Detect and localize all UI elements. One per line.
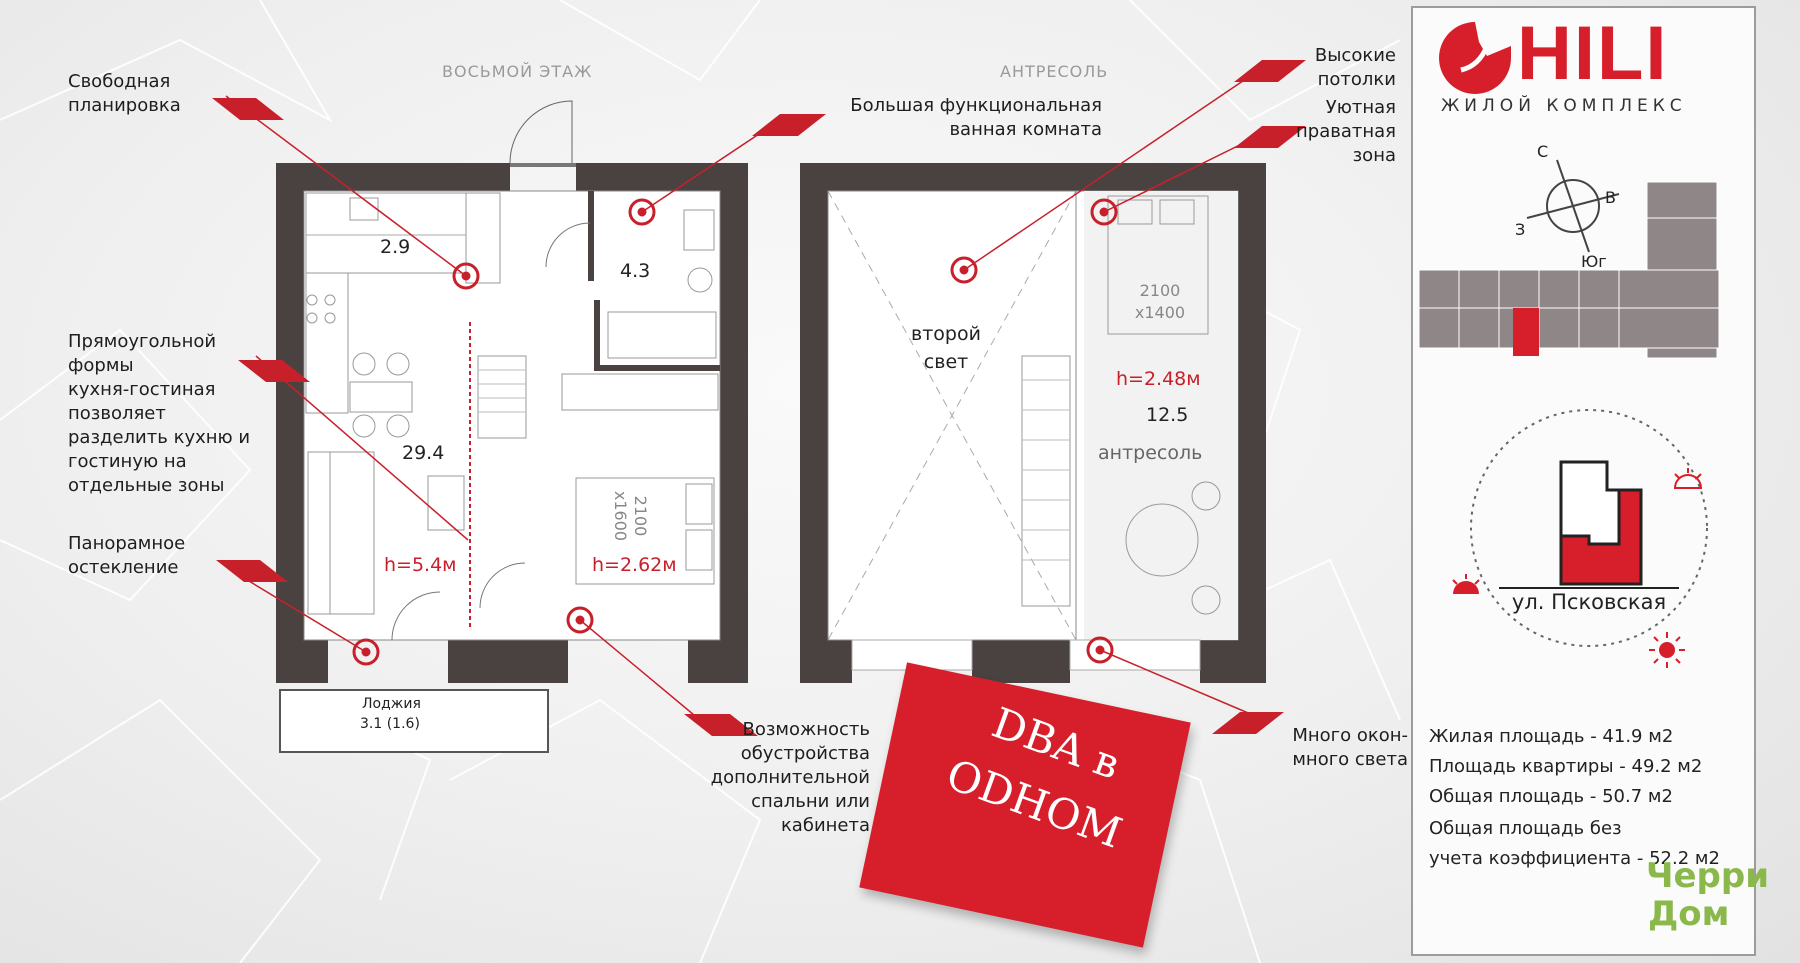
- compass-icon: [1526, 159, 1620, 253]
- sun-icon: [1649, 632, 1685, 668]
- stat-total-area: Общая площадь - 50.7 м2: [1429, 786, 1673, 807]
- callout-markers: [212, 60, 1306, 736]
- chili-logo: [1439, 22, 1511, 94]
- compass-south: Юг: [1581, 252, 1607, 271]
- second-light-label: второй свет: [911, 323, 981, 373]
- compass-north: С: [1537, 142, 1549, 161]
- callout-panoramic: Панорамное остекление: [68, 533, 186, 578]
- compass-west: З: [1515, 220, 1526, 239]
- callout-free-layout: Свободная планировка: [68, 71, 181, 116]
- callout-windows: Много окон- много света: [1292, 725, 1408, 770]
- insolation-diagram: [1470, 409, 1708, 647]
- area-bathroom: 4.3: [620, 260, 651, 282]
- street-label: ул. Псковская: [1511, 590, 1667, 614]
- mezzanine-floor-label: АНТРЕСОЛЬ: [1000, 62, 1109, 81]
- logo-text: HILI: [1517, 11, 1669, 96]
- watermark-line-2: Дом: [1648, 894, 1730, 934]
- sunset-icon: [1452, 574, 1480, 594]
- height-mezzanine: h=2.48м: [1116, 368, 1201, 390]
- eighth-floor-label: ВОСЬМОЙ ЭТАЖ: [442, 62, 593, 81]
- stat-apartment-area: Площадь квартиры - 49.2 м2: [1429, 756, 1703, 777]
- sunrise-icon: [1673, 468, 1703, 489]
- bed-1-size: 2100 x1600: [611, 490, 650, 542]
- callout-extra-bedroom: Возможность обустройства дополнительной …: [710, 719, 870, 836]
- height-bedroom: h=2.62м: [592, 554, 677, 576]
- info-sidebar: HILI ЖИЛОЙ КОМПЛЕКС С В З Юг: [1411, 6, 1756, 956]
- loggia-area: 3.1 (1.6): [360, 716, 420, 732]
- building-plan: [1419, 181, 1720, 359]
- stat-living-area: Жилая площадь - 41.9 м2: [1429, 726, 1674, 747]
- callout-bathroom: Большая функциональная ванная комната: [850, 95, 1102, 140]
- loggia-label: Лоджия: [362, 696, 421, 712]
- height-living: h=5.4м: [384, 554, 457, 576]
- callout-rect-kitchen: Прямоугольной формы кухня-гостиная позво…: [68, 331, 251, 496]
- area-mezzanine: 12.5: [1146, 404, 1189, 426]
- area-kitchen: 2.9: [380, 236, 411, 258]
- stat-total-no-coef-1: Общая площадь без: [1429, 818, 1622, 839]
- logo-subtitle: ЖИЛОЙ КОМПЛЕКС: [1441, 96, 1687, 116]
- compass-east: В: [1605, 188, 1616, 207]
- target-markers: [352, 198, 1118, 666]
- mezzanine-label: антресоль: [1098, 442, 1203, 464]
- watermark-line-1: Черри: [1646, 856, 1770, 896]
- callout-high-ceilings: Высокие потолки: [1314, 45, 1396, 90]
- area-living: 29.4: [402, 442, 445, 464]
- callout-private-zone: Уютная праватная зона: [1296, 97, 1396, 166]
- bed-2-size: 2100 x1400: [1134, 281, 1186, 322]
- mezzanine-plan: [800, 163, 1266, 683]
- eighth-floor-plan: [276, 100, 748, 753]
- stat-total-no-coef-2: учета коэффициента - 52.2 м2: [1429, 848, 1720, 869]
